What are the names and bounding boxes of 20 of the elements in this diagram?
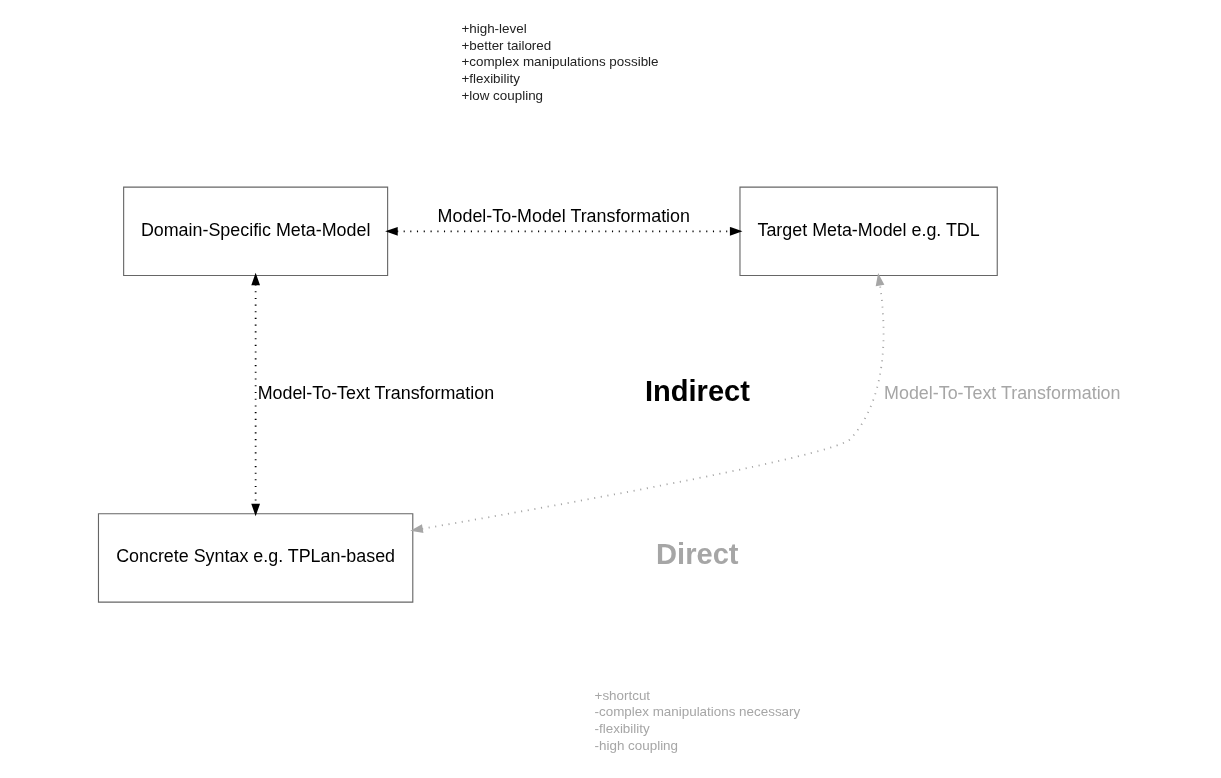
edge-label: Model-To-Model Transformation (437, 206, 690, 227)
label: +flexibility (461, 71, 520, 87)
label: +high-level (461, 20, 527, 36)
edge-label: Model-To-Text Transformation (884, 382, 1121, 403)
node-box: Domain-Specific Meta-Model (123, 186, 389, 277)
label: -high coupling (594, 737, 679, 753)
label: +complex manipulations possible (461, 54, 659, 70)
label: Indirect (644, 375, 750, 408)
edge-label: Model-To-Text Transformation (257, 382, 495, 403)
label: Direct (656, 538, 739, 571)
arrow (385, 226, 743, 236)
node-box: Concrete Syntax e.g. TPLan-based (97, 513, 414, 603)
arrow (410, 273, 885, 534)
node-box: Target Meta-Model e.g. TDL (739, 186, 998, 277)
label: +shortcut (594, 687, 651, 703)
label: -flexibility (594, 721, 650, 737)
label: +better tailored (461, 37, 552, 53)
label: -complex manipulations necessary (594, 704, 801, 720)
label: +low coupling (461, 87, 544, 103)
arrow (251, 272, 261, 517)
